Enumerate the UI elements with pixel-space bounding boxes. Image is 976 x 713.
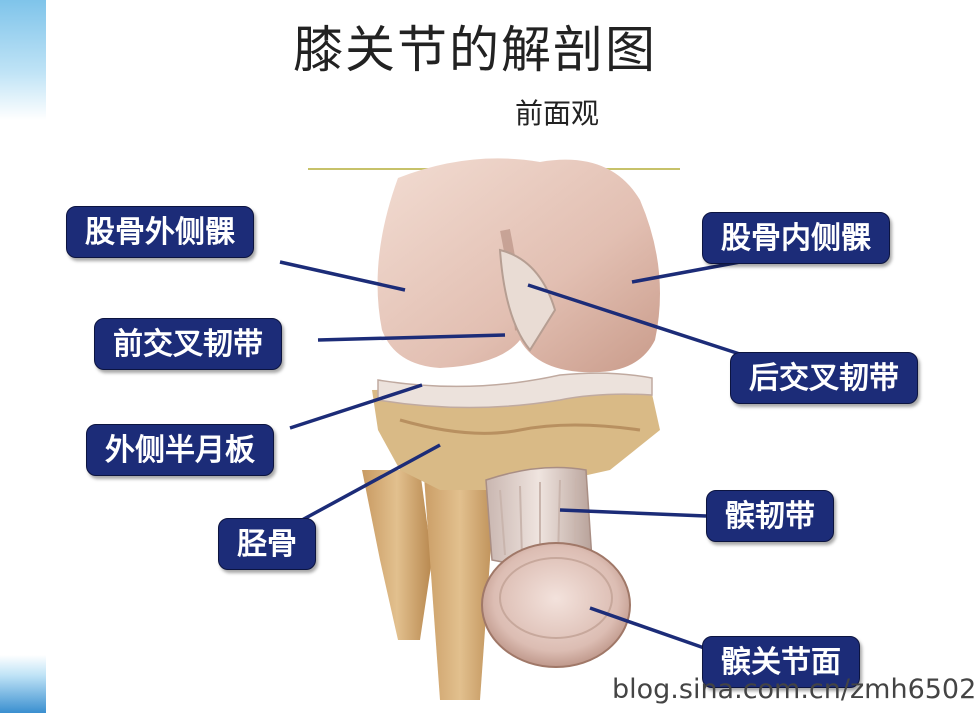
leader-patellar-surface: [589, 606, 711, 652]
patella-articular-surface: [481, 542, 631, 668]
tibia-plateau: [372, 385, 660, 490]
source-watermark: blog.sina.com.cn/zmh6502: [612, 674, 976, 705]
leader-acl: [317, 333, 506, 342]
label-medial-femoral-condyle: 股骨内侧髁: [702, 212, 890, 264]
label-patellar-ligament: 髌韧带: [706, 490, 834, 542]
fibula-bone: [362, 470, 432, 640]
knee-anatomy-illustration: [279, 158, 753, 700]
label-tibia: 胫骨: [218, 518, 316, 570]
label-posterior-cruciate-ligament: 后交叉韧带: [730, 352, 918, 404]
leader-patellar-ligament: [559, 508, 707, 518]
leader-tibia: [301, 443, 441, 522]
leader-medial-condyle: [631, 260, 741, 284]
label-lateral-meniscus: 外侧半月板: [86, 424, 274, 476]
leader-lateral-condyle: [279, 260, 406, 292]
slide-edge-decoration-top: [0, 0, 46, 120]
slide-title: 膝关节的解剖图: [293, 21, 657, 79]
slide-subtitle: 前面观: [515, 97, 600, 130]
meniscus-band: [377, 372, 653, 409]
cruciate-ligaments: [498, 248, 557, 352]
leader-lateral-meniscus: [289, 383, 423, 430]
leader-pcl: [527, 283, 753, 360]
label-anterior-cruciate-ligament: 前交叉韧带: [94, 318, 282, 370]
label-lateral-femoral-condyle: 股骨外侧髁: [66, 206, 254, 258]
slide-edge-decoration-bottom: [0, 655, 46, 713]
label-patellar-articular-surface: 髌关节面: [702, 636, 860, 688]
